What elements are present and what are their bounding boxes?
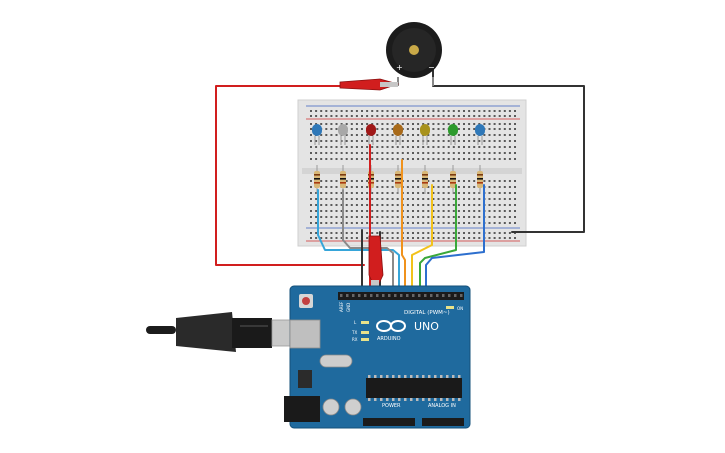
buzzer[interactable]: + − [386,22,442,86]
leds [312,124,485,145]
led-orange[interactable] [393,124,403,145]
led-white[interactable] [338,124,348,145]
gnd-label: GND [346,303,351,312]
buzzer-minus-label: − [428,63,435,72]
led-yellow[interactable] [420,124,430,145]
alligator-clip-top[interactable] [339,78,400,91]
model-label: UNO [414,320,439,333]
usb-cable[interactable] [146,312,295,352]
arduino-logo-icon [376,320,406,332]
digital-label: DIGITAL (PWM~) [404,310,450,316]
wire-led-6[interactable] [419,184,457,301]
buzzer-plus-label: + [396,63,403,72]
resistor-6[interactable] [450,165,456,194]
led-blue-1[interactable] [312,124,322,145]
wires [215,67,585,301]
chip-pins [368,375,461,401]
wire-led-7[interactable] [425,184,485,301]
digital-pins [340,294,463,297]
wire-led-5[interactable] [411,184,433,301]
arduino-uno-board[interactable]: DIGITAL (PWM~) AREF GND L TX RX ON ARDUI… [284,285,471,429]
resistor-7[interactable] [477,165,483,194]
wire-led-2[interactable] [342,189,394,301]
power-label: POWER [382,403,401,409]
led-green[interactable] [448,124,458,145]
led-red[interactable] [366,124,376,145]
analog-label: ANALOG IN [428,403,456,409]
breadboard [297,99,527,247]
rx-label: RX [352,337,358,342]
wire-led-1[interactable] [317,189,400,301]
l-label: L [354,320,357,325]
tx-label: TX [351,330,357,335]
wire-buzzer-positive[interactable] [215,85,365,266]
resistor-5[interactable] [422,165,428,194]
on-label: ON [457,306,463,311]
aref-label: AREF [339,301,344,312]
resistor-1[interactable] [314,165,320,194]
led-blue-2[interactable] [475,124,485,145]
logo-text: ARDUINO [377,336,401,342]
wire-led-4[interactable] [401,159,406,301]
resistor-4[interactable] [395,165,401,194]
